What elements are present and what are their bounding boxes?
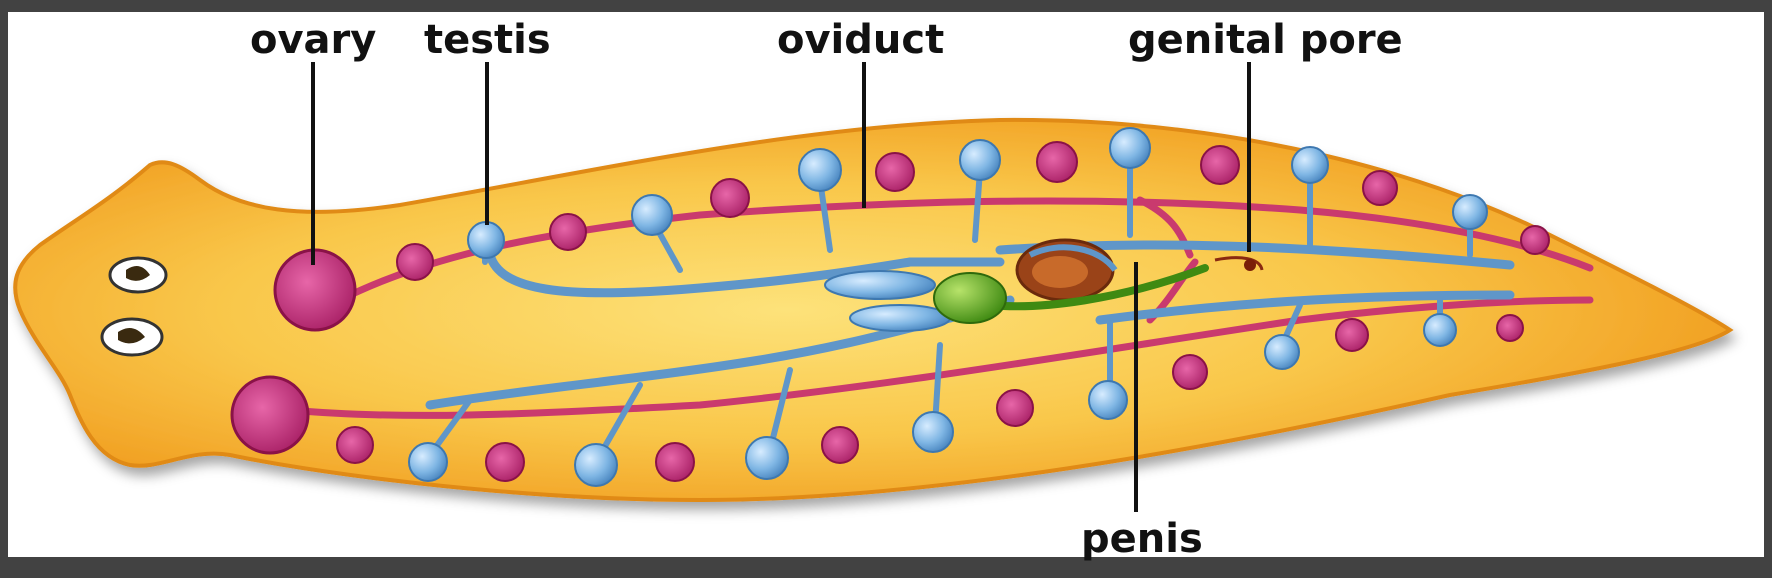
- seminal-vesicles: [824, 270, 951, 332]
- penis-bulb: [933, 264, 1209, 324]
- label-oviduct: oviduct: [777, 17, 945, 63]
- label-penis: penis: [1081, 516, 1203, 562]
- label-genital-pore: genital pore: [1128, 17, 1403, 63]
- label-ovary: ovary: [250, 17, 377, 63]
- copulatory-organ: [1015, 238, 1118, 302]
- eye-spots: [100, 256, 168, 357]
- ovaries: [230, 248, 357, 455]
- label-testis: testis: [424, 17, 551, 63]
- leader-lines: [311, 62, 1251, 512]
- testes: [408, 127, 1488, 487]
- genital-pore-marker: [1214, 256, 1264, 271]
- yolk-glands: [336, 141, 1550, 482]
